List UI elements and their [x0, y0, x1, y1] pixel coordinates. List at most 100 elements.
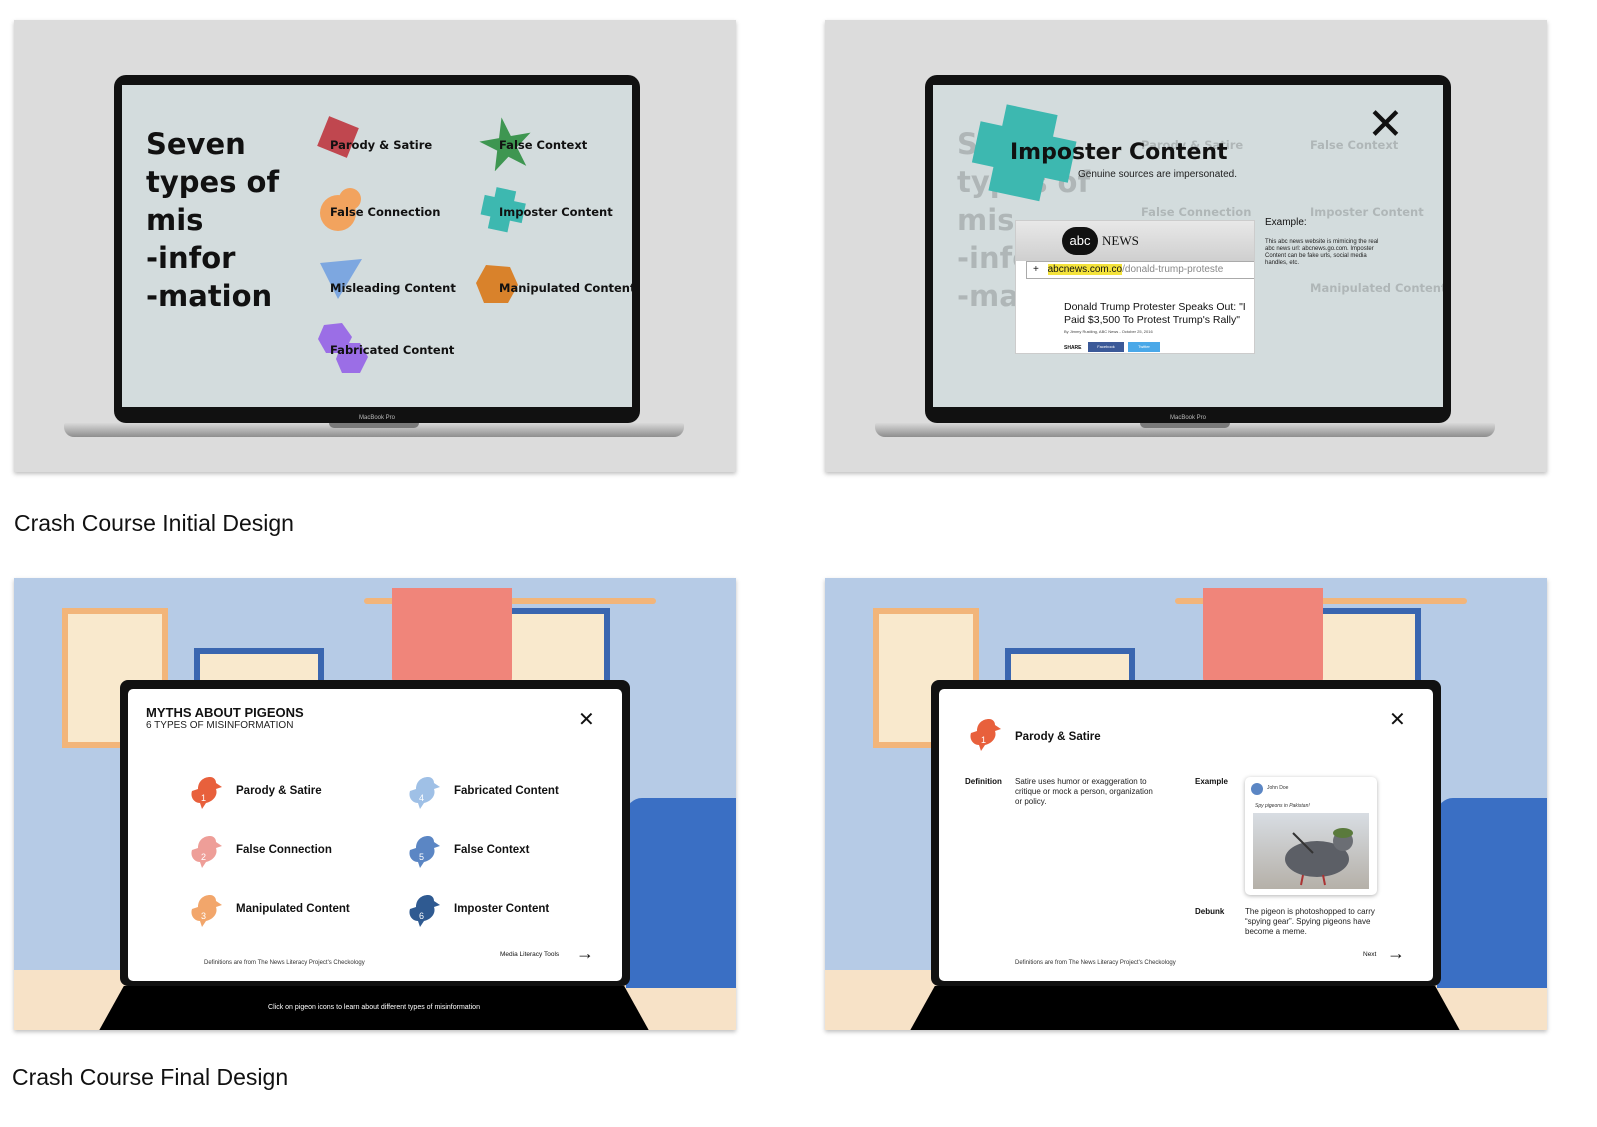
- faded-category: Imposter Content: [1310, 205, 1424, 219]
- pigeon-label[interactable]: Parody & Satire: [236, 785, 322, 797]
- post-text: Spy pigeons in Pakistan!: [1255, 803, 1310, 809]
- definition-label: Definition: [965, 777, 1002, 786]
- article-byline: By Jimmy Rustling, ABC News - October 25…: [1064, 329, 1153, 334]
- double-hexagon-shape-icon[interactable]: [316, 321, 376, 381]
- laptop-base: [875, 423, 1495, 437]
- final-design-caption: Crash Course Final Design: [12, 1064, 289, 1090]
- browser-header: abc NEWS: [1016, 221, 1254, 261]
- sofa: [626, 798, 736, 988]
- title-line: Seven: [146, 127, 246, 161]
- pigeon-icon[interactable]: 4: [406, 771, 446, 811]
- laptop: Seven types of mis -infor -mation Parody…: [925, 75, 1451, 423]
- media-literacy-link[interactable]: Media Literacy Tools: [500, 951, 560, 958]
- star-shape-icon[interactable]: [478, 115, 534, 171]
- category-false-context[interactable]: False Context: [499, 138, 588, 152]
- pigeon-icon[interactable]: 2: [188, 830, 228, 870]
- faded-category: Manipulated Content: [1310, 281, 1443, 295]
- close-icon[interactable]: ✕: [1367, 99, 1404, 150]
- definition-text: Satire uses humor or exaggeration to cri…: [1015, 777, 1153, 806]
- pigeon-number: 1: [201, 793, 206, 803]
- hexagon-shape-icon[interactable]: [474, 263, 520, 307]
- url-highlight: abcnews.com.co: [1047, 264, 1123, 275]
- category-false-connection[interactable]: False Connection: [330, 205, 441, 219]
- model-label: MacBook Pro: [358, 415, 395, 421]
- example-text: This abc news website is mimicing the re…: [1265, 239, 1379, 266]
- pigeon-number: 3: [201, 911, 206, 921]
- arrow-right-icon[interactable]: →: [1387, 943, 1405, 963]
- pigeon-number: 6: [419, 911, 424, 921]
- article-headline: Donald Trump Protester Speaks Out: "I Pa…: [1064, 301, 1246, 326]
- cross-shape-icon[interactable]: [478, 185, 528, 235]
- page-subtitle: 6 TYPES OF MISINFORMATION: [146, 720, 294, 731]
- spy-pigeon-image: [1285, 828, 1353, 886]
- close-icon[interactable]: ✕: [578, 707, 595, 731]
- pigeon-number: 4: [419, 793, 424, 803]
- url-rest: /donald-trump-proteste: [1122, 264, 1224, 275]
- pigeon-label[interactable]: Imposter Content: [454, 903, 550, 915]
- square-shape-icon[interactable]: [314, 115, 360, 161]
- pigeon-label[interactable]: False Connection: [236, 844, 332, 856]
- faded-category: False Context: [1310, 138, 1399, 152]
- modal-subtitle: Genuine sources are impersonated.: [1078, 169, 1237, 180]
- laptop-keyboard: [907, 986, 1463, 1030]
- imposter-cross-icon: [971, 104, 1077, 202]
- blob-shape-icon[interactable]: [318, 185, 364, 235]
- pigeon-icon[interactable]: 1: [188, 771, 228, 811]
- example-screenshot: abc NEWS + abcnews.com.co/donald-trump-p…: [1015, 220, 1255, 354]
- model-label: MacBook Pro: [1169, 415, 1206, 421]
- news-wordmark: NEWS: [1102, 233, 1139, 248]
- pigeon-icon: 1: [970, 719, 1001, 751]
- pigeon-label[interactable]: Fabricated Content: [454, 785, 559, 797]
- pigeon-icon[interactable]: 6: [406, 889, 446, 929]
- laptop-keyboard: Click on pigeon icons to learn about dif…: [96, 986, 652, 1030]
- laptop-screen: MYTHS ABOUT PIGEONS 6 TYPES OF MISINFORM…: [128, 689, 622, 981]
- faded-category: False Connection: [1141, 205, 1252, 219]
- laptop-screen: Seven types of mis -infor -mation Parody…: [933, 85, 1443, 407]
- abc-logo-icon: abc: [1062, 227, 1098, 255]
- category-manipulated-content[interactable]: Manipulated Content: [499, 281, 632, 295]
- pigeon-number: 1: [981, 735, 986, 745]
- modal-title: Imposter Content: [1010, 140, 1228, 165]
- category-misleading-content[interactable]: Misleading Content: [330, 281, 456, 295]
- footnote: Definitions are from The News Literacy P…: [1015, 960, 1176, 966]
- avatar: [1251, 783, 1263, 795]
- sofa: [1437, 798, 1547, 988]
- page-title: Seven types of mis -infor -mation: [146, 125, 279, 315]
- post-author: John Doe: [1267, 785, 1289, 791]
- twitter-button: Twitter: [1128, 342, 1160, 352]
- laptop: Seven types of mis -infor -mation Parody…: [114, 75, 640, 423]
- title-line: mis: [146, 203, 204, 237]
- pigeon-number: 5: [419, 852, 424, 862]
- laptop-screen: 1 Parody & Satire ✕ Definition Satire us…: [939, 689, 1433, 981]
- hint-text: Click on pigeon icons to learn about dif…: [268, 1004, 480, 1011]
- category-parody-satire[interactable]: Parody & Satire: [330, 138, 433, 152]
- post-image: [1253, 813, 1369, 889]
- pigeon-icon[interactable]: 3: [188, 889, 228, 929]
- pigeon-label[interactable]: False Context: [454, 844, 530, 856]
- close-icon[interactable]: ✕: [1389, 707, 1406, 731]
- curtain: [1203, 588, 1323, 698]
- laptop: MYTHS ABOUT PIGEONS 6 TYPES OF MISINFORM…: [120, 680, 630, 986]
- title-line: -infor: [146, 241, 236, 275]
- category-imposter-content[interactable]: Imposter Content: [499, 205, 613, 219]
- pigeon-icon[interactable]: 5: [406, 830, 446, 870]
- laptop-screen: Seven types of mis -infor -mation Parody…: [122, 85, 632, 407]
- laptop-notch: [329, 423, 419, 428]
- next-link[interactable]: Next: [1363, 951, 1377, 958]
- title-line: mis: [957, 203, 1015, 237]
- initial-modal-panel: Seven types of mis -infor -mation Parody…: [825, 20, 1547, 472]
- laptop-base: [64, 423, 684, 437]
- pigeon-number: 2: [201, 852, 206, 862]
- arrow-right-icon[interactable]: →: [576, 943, 594, 963]
- example-post-card: John Doe Spy pigeons in Pakistan!: [1245, 777, 1377, 895]
- title-line: types of: [146, 165, 280, 199]
- url-bar: + abcnews.com.co/donald-trump-proteste: [1026, 261, 1254, 279]
- pigeon-label[interactable]: Manipulated Content: [236, 903, 350, 915]
- example-label: Example:: [1265, 217, 1307, 228]
- footnote: Definitions are from The News Literacy P…: [204, 960, 365, 966]
- debunk-label: Debunk: [1195, 907, 1225, 916]
- page-title: MYTHS ABOUT PIGEONS: [146, 705, 304, 720]
- triangle-shape-icon[interactable]: [316, 257, 366, 301]
- category-fabricated-content[interactable]: Fabricated Content: [330, 343, 455, 357]
- example-label: Example: [1195, 777, 1228, 786]
